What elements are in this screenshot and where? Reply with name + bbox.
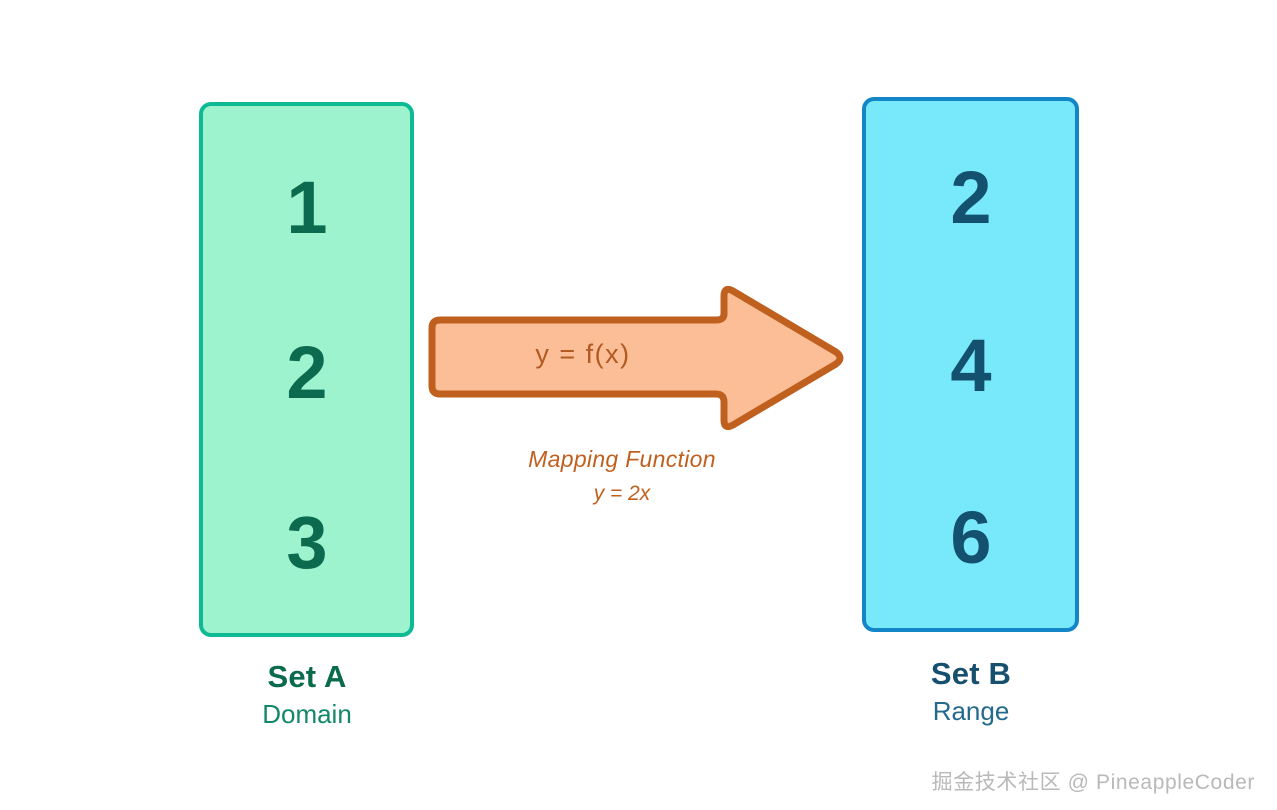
mapping-function-formula: y = 2x bbox=[593, 482, 651, 506]
set-a-element-1: 1 bbox=[286, 166, 327, 249]
set-b-subtitle: Range bbox=[932, 695, 1010, 726]
set-b-caption: Set B Range bbox=[821, 656, 1121, 729]
set-b-element-2: 4 bbox=[950, 324, 991, 407]
set-a-box: 1 2 3 bbox=[199, 102, 414, 637]
mapping-function-title: Mapping Function bbox=[528, 446, 716, 472]
set-b-element-3: 6 bbox=[950, 496, 991, 579]
set-a-element-3: 3 bbox=[286, 501, 327, 584]
set-b-title: Set B bbox=[930, 656, 1012, 691]
set-a-title: Set A bbox=[267, 659, 347, 694]
mapping-function-caption: Mapping Function y = 2x bbox=[472, 444, 772, 508]
watermark: 掘金技术社区 @ PineappleCoder bbox=[931, 771, 1255, 794]
set-a-caption: Set A Domain bbox=[157, 659, 457, 732]
arrow-right-icon bbox=[428, 285, 844, 430]
set-a-subtitle: Domain bbox=[262, 698, 352, 729]
set-a-element-2: 2 bbox=[286, 331, 327, 414]
mapping-arrow: y = f(x) bbox=[428, 278, 848, 430]
set-b-element-1: 2 bbox=[950, 156, 991, 239]
set-b-box: 2 4 6 bbox=[862, 97, 1079, 632]
